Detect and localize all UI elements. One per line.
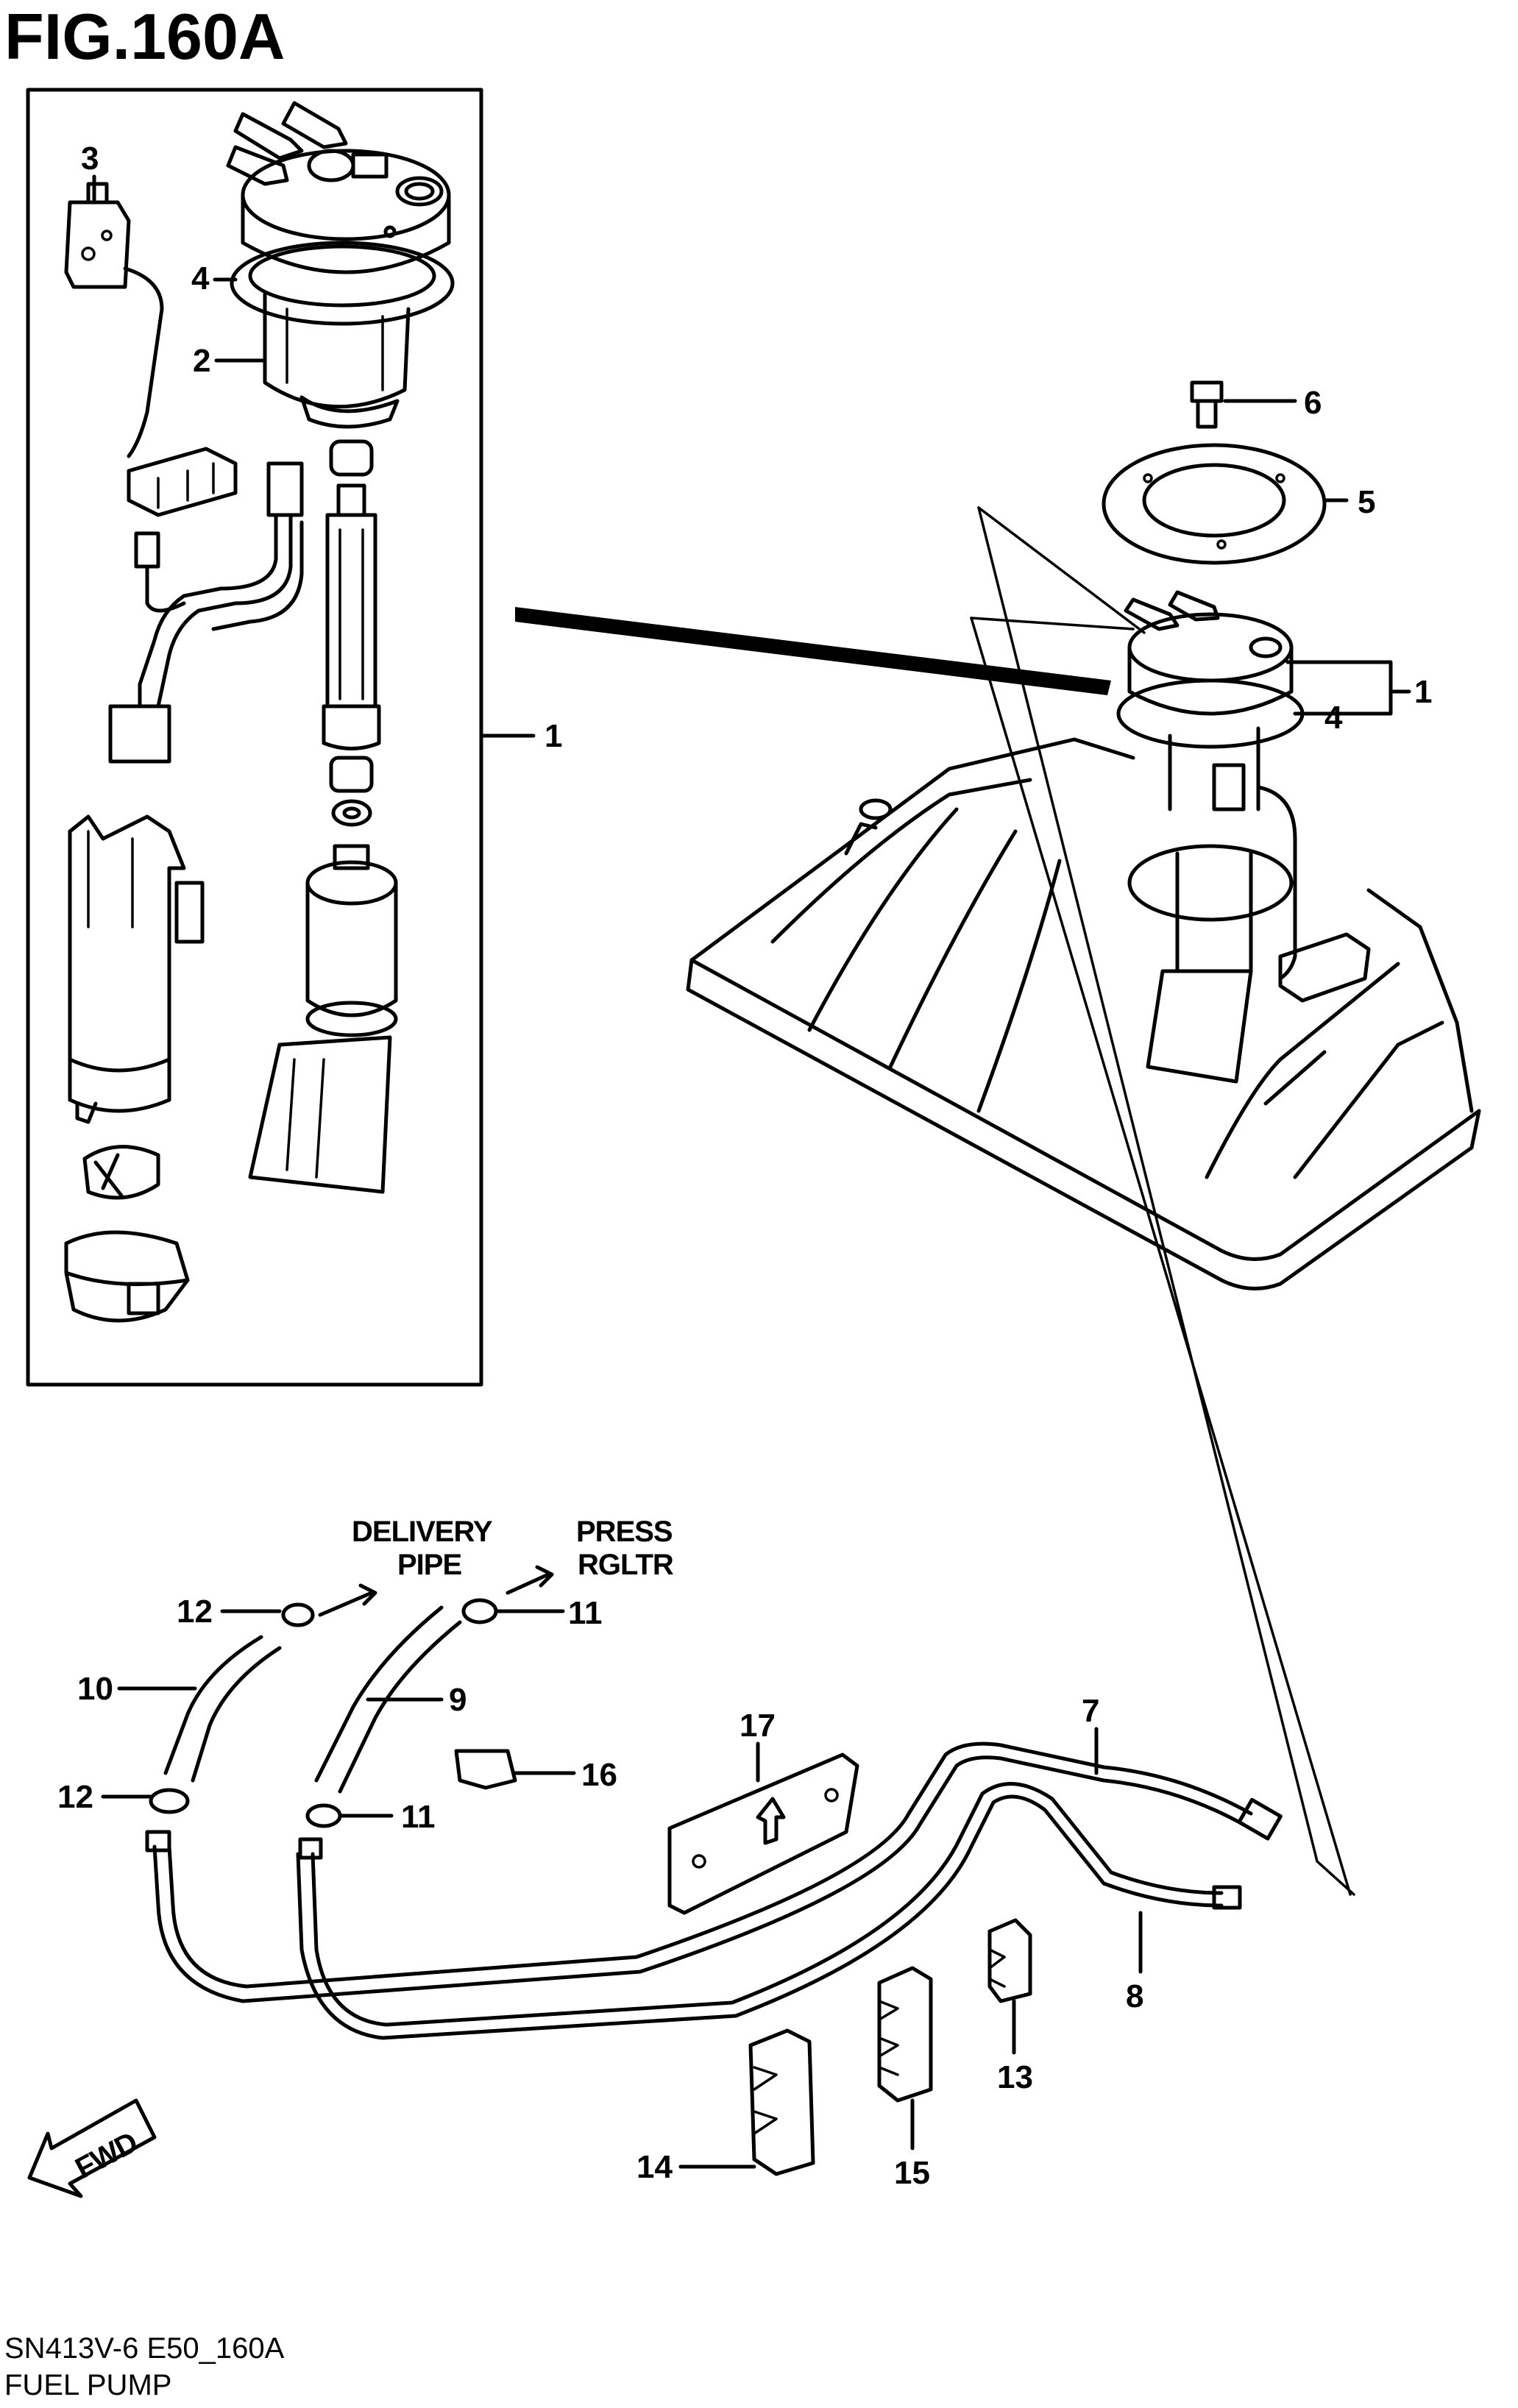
svg-text:FWD: FWD	[70, 2126, 143, 2185]
callout-3: 3	[81, 141, 99, 205]
callout-11-top: 11	[494, 1595, 603, 1631]
svg-text:RGLTR: RGLTR	[578, 1549, 674, 1581]
svg-text:1: 1	[1414, 674, 1432, 710]
annotation-delivery-pipe: DELIVERY PIPE	[318, 1516, 494, 1617]
svg-text:9: 9	[449, 1682, 467, 1718]
callout-10: 10	[77, 1671, 197, 1707]
svg-text:4: 4	[1324, 700, 1343, 736]
seal-ring-assembly	[230, 241, 455, 326]
fuel-hose-10	[163, 1635, 282, 1783]
fuel-hose-9	[314, 1605, 462, 1794]
svg-text:17: 17	[740, 1708, 776, 1744]
projection-lines	[970, 506, 1355, 1896]
wiring-harness	[108, 461, 304, 764]
svg-text:11: 11	[568, 1595, 603, 1631]
fuel-pipe-8	[296, 1782, 1242, 2040]
callout-2: 2	[193, 343, 267, 379]
svg-text:1: 1	[545, 718, 562, 754]
svg-text:8: 8	[1126, 1978, 1143, 2014]
pipe-clip-16	[454, 1749, 517, 1790]
svg-text:3: 3	[81, 141, 99, 177]
pipe-clamp-15	[877, 1966, 933, 2103]
svg-text:12: 12	[57, 1779, 93, 1815]
pump-housing	[68, 814, 205, 1124]
pump-clip	[82, 1145, 160, 1200]
fwd-arrow-icon: FWD	[27, 2098, 157, 2198]
callout-7: 7	[1082, 1693, 1099, 1775]
callout-1-assembly: 1	[479, 718, 562, 754]
svg-text:12: 12	[177, 1594, 213, 1630]
figure-name: FUEL PUMP	[4, 2369, 171, 2401]
fuel-pipe-7	[145, 1741, 1283, 2003]
callout-1-tank: 1	[1285, 660, 1432, 716]
hose-clamp-top-left	[281, 1602, 315, 1627]
svg-text:5: 5	[1358, 484, 1375, 520]
svg-text:14: 14	[636, 2149, 673, 2185]
callout-4-tank: 4	[1324, 700, 1343, 736]
pipe-clamp-13	[987, 1918, 1032, 2003]
svg-text:6: 6	[1304, 385, 1322, 421]
leader-arrow	[515, 607, 1111, 695]
fuel-tank	[686, 737, 1481, 1290]
callout-11-bottom: 11	[338, 1799, 436, 1835]
svg-text:11: 11	[401, 1799, 436, 1835]
svg-text:PIPE: PIPE	[397, 1549, 461, 1581]
pump-bracket	[64, 1230, 190, 1323]
callout-9: 9	[366, 1682, 467, 1718]
pipe-clamp-14	[748, 2028, 815, 2176]
svg-text:4: 4	[191, 260, 210, 296]
bolt	[1190, 380, 1224, 429]
harness-connector	[127, 447, 238, 517]
svg-text:15: 15	[894, 2155, 930, 2191]
sender-unit	[64, 182, 164, 458]
pump-internals	[248, 439, 398, 1194]
callout-15: 15	[894, 2098, 930, 2191]
svg-text:DELIVERY: DELIVERY	[352, 1516, 493, 1548]
hose-clamp-bottom-right	[305, 1803, 342, 1828]
figure-code: SN413V-6 E50_160A	[4, 2332, 285, 2365]
installed-pump-module	[1116, 590, 1371, 1084]
callout-13: 13	[997, 1999, 1033, 2095]
pipe-bracket-17	[667, 1752, 859, 1915]
svg-text:10: 10	[77, 1671, 113, 1707]
svg-text:13: 13	[997, 2059, 1033, 2095]
hose-clamp-bottom-left	[149, 1788, 190, 1814]
callout-8: 8	[1126, 1911, 1143, 2014]
callout-12-bottom: 12	[57, 1779, 153, 1815]
callout-14: 14	[636, 2149, 756, 2185]
callout-12-top: 12	[177, 1594, 282, 1630]
svg-text:2: 2	[193, 343, 210, 379]
svg-text:16: 16	[581, 1757, 617, 1793]
pump-module-head	[226, 101, 451, 274]
hose-clamp-top-right	[461, 1598, 498, 1624]
callout-16: 16	[513, 1757, 617, 1793]
callout-4-assembly: 4	[191, 260, 238, 296]
svg-text:7: 7	[1082, 1693, 1099, 1729]
figure-title: FIG.160A	[4, 0, 285, 73]
callout-17: 17	[740, 1708, 776, 1783]
callout-5: 5	[1322, 484, 1375, 520]
svg-text:PRESS: PRESS	[576, 1516, 673, 1548]
annotation-press-rgltr: PRESS RGLTR	[506, 1516, 675, 1595]
callout-6: 6	[1223, 385, 1322, 421]
pump-module-body	[263, 292, 411, 429]
retaining-plate	[1102, 443, 1327, 565]
